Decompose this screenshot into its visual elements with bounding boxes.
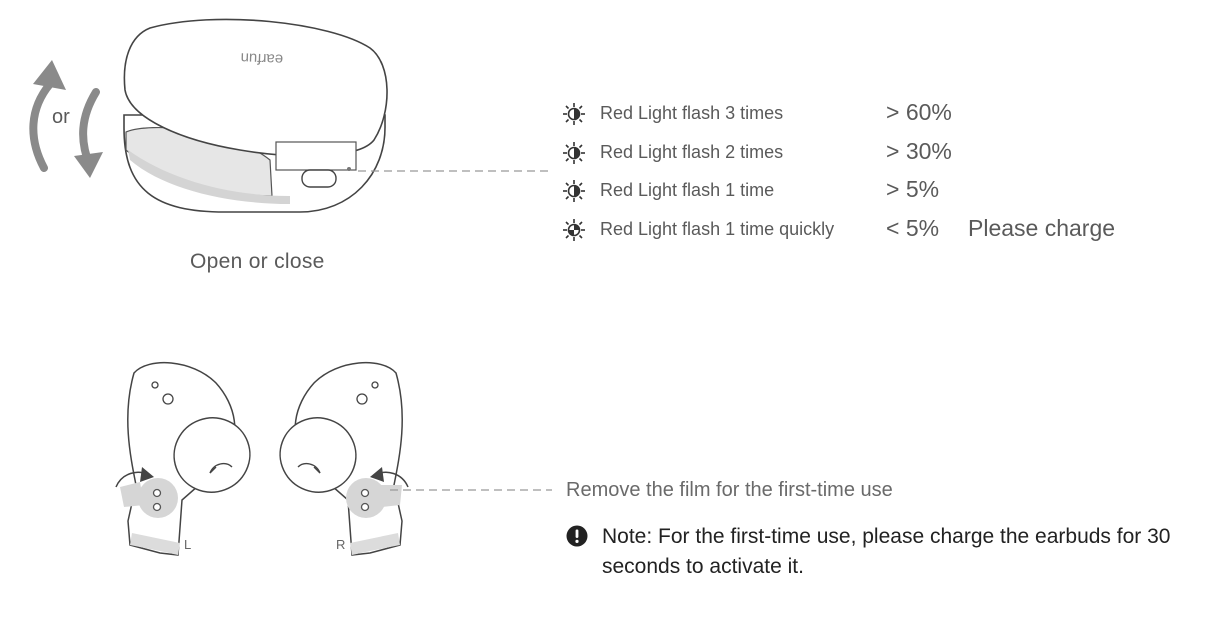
arrow-up-head (33, 60, 66, 90)
case-band (128, 150, 290, 204)
status-label: Red Light flash 2 times (600, 141, 784, 162)
usb-port-panel (275, 141, 357, 171)
light-half-icon (563, 103, 585, 125)
film-note: Remove the film for the first-time use (566, 479, 893, 501)
exclamation-icon (566, 525, 588, 547)
status-level: > 60% (886, 99, 952, 125)
light-half-icon (563, 180, 585, 202)
right-earbud: R (279, 361, 409, 556)
status-label: Red Light flash 1 time quickly (600, 218, 835, 239)
left-earbud: L (115, 361, 251, 556)
status-label: Red Light flash 1 time (600, 180, 775, 200)
light-half-icon (563, 141, 585, 164)
earbuds-illustration: L R (115, 361, 552, 556)
indicator-light (347, 167, 351, 171)
note-text: Note: For the first-time use, please cha… (602, 525, 1171, 578)
arrow-down-head (74, 152, 103, 178)
status-action: Please charge (968, 214, 1116, 241)
usb-port (301, 169, 337, 188)
status-level: > 30% (886, 137, 952, 164)
or-label: or (52, 106, 70, 128)
charging-case-illustration: earfun (29, 18, 552, 213)
status-label: Red Light flash 3 times (600, 103, 784, 123)
status-level: > 5% (886, 176, 940, 202)
light-quick-icon (563, 218, 585, 241)
right-label: R (336, 537, 345, 552)
left-label: L (184, 537, 191, 552)
status-level: < 5% (886, 214, 940, 241)
brand-logo: earfun (240, 49, 283, 67)
case-caption: Open or close (190, 250, 325, 273)
